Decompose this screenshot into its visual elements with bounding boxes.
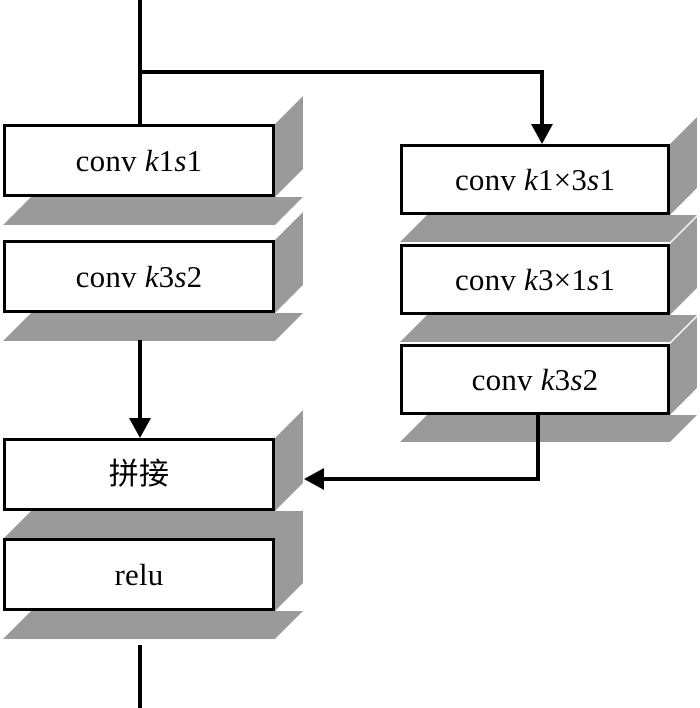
block-label: conv k1×3s1 [454,162,616,197]
block-label: conv k3×1s1 [454,262,616,297]
right-branch-to-concat-vline [536,413,540,479]
block-front-face: conv k3×1s1 [400,244,670,315]
block-bottom-face [3,511,303,539]
block-front-face: relu [3,538,275,611]
block-bottom-face [400,215,697,242]
block-bottom-face [3,313,303,341]
split-line [138,70,544,74]
arrow-into-right-branch [531,124,553,144]
block-label: conv k3s2 [471,362,599,397]
arrow-right-branch-to-concat [304,468,324,490]
block-front-face: conv k3s2 [3,240,275,313]
arrow-left-branch-to-concat [129,418,151,438]
block-label: 拼接 [108,456,170,492]
block-bottom-face [3,197,303,225]
right-branch-to-concat-hline [324,477,540,481]
block-concat[interactable]: 拼接 [3,410,303,539]
left-branch-to-concat-line [138,340,142,420]
block-conv-k3x1s1[interactable]: conv k3×1s1 [400,217,697,342]
block-front-face: conv k3s2 [400,344,670,415]
block-front-face: conv k1s1 [3,124,275,197]
block-front-face: 拼接 [3,438,275,511]
block-label: conv k1s1 [75,143,203,178]
block-front-face: conv k1×3s1 [400,144,670,215]
block-bottom-face [400,415,697,442]
output-line [138,645,142,708]
block-conv-k3s2-right[interactable]: conv k3s2 [400,317,697,442]
block-side-face [275,212,303,313]
block-bottom-face [3,611,303,639]
block-relu[interactable]: relu [3,510,303,639]
block-conv-k1x3s1[interactable]: conv k1×3s1 [400,117,697,242]
block-conv-k1s1[interactable]: conv k1s1 [3,96,303,225]
block-bottom-face [400,315,697,342]
block-label: conv k3s2 [75,259,203,294]
block-side-face [275,96,303,197]
block-side-face [275,410,303,511]
block-conv-k3s2-left[interactable]: conv k3s2 [3,212,303,341]
input-line [138,0,142,124]
right-branch-drop-line [540,70,544,126]
block-label: relu [114,557,164,592]
block-side-face [670,117,697,215]
